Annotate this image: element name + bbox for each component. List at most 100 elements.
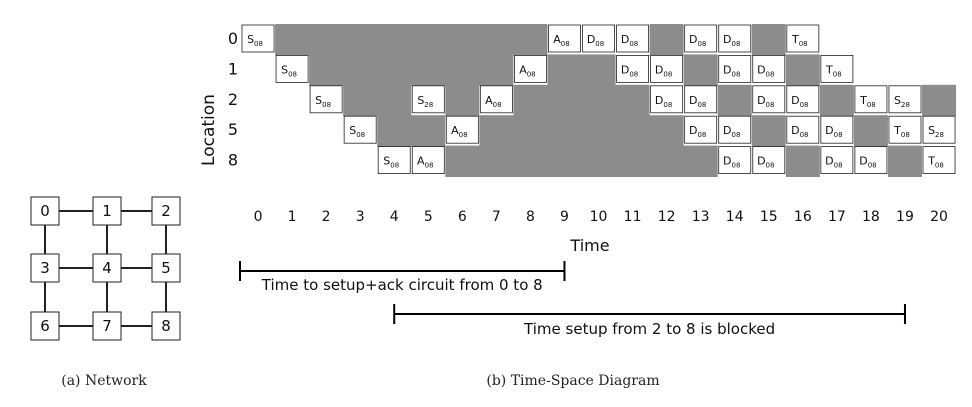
message-cell [684,115,718,144]
busy-band-row-5 [479,115,684,147]
time-tick-15: 15 [760,209,778,225]
message-cell [650,85,684,114]
message-cell [888,115,922,144]
message-cell [888,85,922,114]
y-axis-label: Location [199,94,219,166]
network-node-7 [92,311,122,341]
message-label: S08 [247,33,263,48]
message-cell [786,85,820,114]
busy-band-row-2 [819,84,854,117]
time-tick-17: 17 [828,209,846,225]
message-label: T08 [825,63,842,78]
message-label: D08 [859,155,876,170]
message-label: S28 [417,94,433,109]
time-tick-10: 10 [590,209,608,225]
message-label: D08 [723,33,740,48]
message-label: D08 [723,124,740,139]
time-tick-0: 0 [254,209,263,225]
message-label: T08 [927,155,944,170]
time-tick-8: 8 [526,209,535,225]
message-cell [922,146,956,175]
message-cell [684,85,718,114]
time-tick-7: 7 [492,209,501,225]
message-label: A08 [417,155,433,170]
busy-band-row-5 [751,115,786,147]
message-label: D08 [825,124,842,139]
message-label: S08 [281,63,297,78]
message-cell [786,115,820,144]
network-node-6 [30,311,60,341]
network-node-0 [30,196,60,226]
message-cell [752,85,786,114]
busy-band-row-1 [683,54,718,86]
network-node-2 [151,196,181,226]
message-cell [616,24,649,53]
busy-band-row-2 [513,84,650,117]
message-cell [616,55,649,83]
message-label: D08 [723,155,740,170]
time-tick-4: 4 [390,209,399,225]
network-node-label: 8 [161,317,171,335]
network-node-label: 2 [161,202,171,220]
network-node-8 [151,311,181,341]
message-label: D08 [791,94,808,109]
network-caption: (a) Network [61,373,147,389]
message-cell [514,55,547,83]
message-cell [309,85,343,114]
time-tick-12: 12 [658,209,676,225]
busy-band-row-5 [377,115,446,147]
time-tick-1: 1 [288,209,297,225]
location-label-8: 8 [228,151,238,170]
network-node-label: 5 [161,259,171,277]
x-axis-label: Time [569,236,609,255]
message-cell [411,85,445,114]
location-label-1: 1 [228,59,238,78]
location-label-5: 5 [228,120,238,139]
busy-band-row-2 [922,84,957,117]
message-cell [786,24,820,53]
time-tick-3: 3 [356,209,365,225]
message-cell [343,115,377,144]
busy-band-row-2 [445,84,480,117]
message-cell [718,55,752,83]
message-label: D08 [689,94,706,109]
time-tick-20: 20 [930,209,948,225]
message-label: A08 [553,33,569,48]
time-spans: Time to setup+ack circuit from 0 to 8Tim… [239,261,906,338]
tsd-caption: (b) Time-Space Diagram [486,373,659,389]
message-cell [479,85,513,114]
message-label: S08 [349,124,365,139]
message-label: T08 [791,33,808,48]
busy-band-row-1 [785,54,820,86]
message-cell [582,24,615,53]
message-label: S28 [894,94,910,109]
message-label: T08 [893,124,910,139]
network-node-3 [30,253,60,283]
network-node-5 [151,253,181,283]
location-label-0: 0 [228,29,238,48]
network-node-label: 6 [40,317,50,335]
message-label: D08 [757,94,774,109]
network-node-label: 4 [102,259,112,277]
network-node-4 [92,253,122,283]
busy-band-row-8 [785,145,820,177]
network-node-label: 1 [102,202,112,220]
message-cell [820,115,854,144]
message-cell [718,115,752,144]
message-cell [411,146,445,175]
message-cell [922,115,956,144]
time-tick-14: 14 [726,209,744,225]
message-cell [820,55,854,83]
message-label: T08 [859,94,876,109]
message-cell [752,146,786,175]
message-cell [854,85,888,114]
time-tick-13: 13 [692,209,710,225]
message-cell [752,55,786,83]
location-label-2: 2 [228,90,238,109]
message-label: D08 [655,94,672,109]
network-node-label: 7 [102,317,112,335]
message-cell [718,24,752,53]
busy-band-row-8 [887,145,922,177]
message-cell [548,24,581,53]
